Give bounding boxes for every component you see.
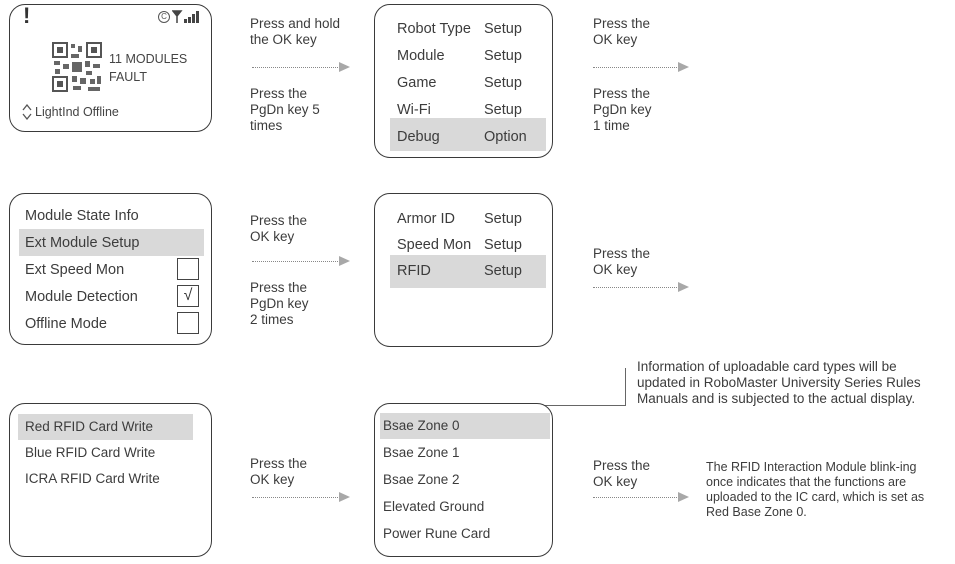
card-types-note: Information of uploadable card types wil…	[637, 359, 921, 406]
instruction-press-ok-4: Press the OK key	[593, 246, 651, 277]
rfid-menu-item: Red RFID Card Write	[25, 419, 154, 434]
debug-menu-highlight	[19, 229, 204, 256]
result-note: The RFID Interaction Module blink-ing on…	[706, 460, 925, 519]
ext-menu-item-name: Armor ID	[397, 211, 455, 227]
instruction-press-ok-5: Press the OK key	[250, 456, 308, 487]
arrow-right	[252, 62, 350, 72]
checkbox-unchecked	[177, 258, 199, 280]
instruction-press-ok-3: Press the OK key	[250, 213, 308, 244]
debug-menu-item: Ext Module Setup	[25, 235, 140, 251]
main-menu-item-value: Setup	[484, 75, 522, 91]
ext-menu-item-name: Speed Mon	[397, 237, 472, 253]
fault-text: FAULT	[109, 70, 147, 84]
zone-menu-item: Bsae Zone 0	[383, 418, 460, 433]
rfid-menu-item: Blue RFID Card Write	[25, 445, 156, 460]
rfid-menu-item: ICRA RFID Card Write	[25, 471, 160, 486]
main-menu-item-name: Module	[397, 48, 445, 64]
arrow-right	[593, 62, 689, 72]
main-menu-item-value: Setup	[484, 102, 522, 118]
lightind-status-text: LightInd Offline	[35, 105, 119, 119]
main-menu-item-name: Robot Type	[397, 21, 471, 37]
debug-menu-item: Module Detection	[25, 289, 138, 305]
checkbox-checked: √	[177, 285, 199, 307]
rfid-menu-highlight	[18, 414, 193, 440]
up-down-chevron-icon	[22, 104, 32, 120]
modules-count-text: 11 MODULES	[109, 52, 188, 66]
ext-menu-item-value: Setup	[484, 237, 522, 253]
main-menu-item-value: Setup	[484, 21, 522, 37]
debug-menu-item: Offline Mode	[25, 316, 107, 332]
instruction-press-ok-2: Press the OK key	[593, 16, 651, 47]
zone-menu-item: Power Rune Card	[383, 526, 491, 541]
status-screen: ! C 11 MODULES FAULT LightInd	[9, 3, 212, 132]
arrow-right	[252, 256, 350, 266]
instruction-pgdn-5: Press the PgDn key 5 times	[250, 86, 320, 133]
ext-menu-item-name: RFID	[397, 263, 431, 279]
ext-menu-item-value: Setup	[484, 211, 522, 227]
checkbox-unchecked	[177, 312, 199, 334]
arrow-right	[252, 492, 350, 502]
zone-menu-highlight	[380, 413, 550, 439]
main-menu-item-value: Option	[484, 129, 527, 145]
qr-code-icon	[52, 42, 102, 92]
main-menu-item-name: Wi-Fi	[397, 102, 431, 118]
debug-menu-item: Ext Speed Mon	[25, 262, 125, 278]
debug-menu-screen	[9, 193, 212, 345]
arrow-right	[593, 282, 689, 292]
main-menu-item-value: Setup	[484, 48, 522, 64]
main-menu-highlight	[390, 118, 546, 151]
arrow-right	[593, 492, 689, 502]
ext-menu-item-value: Setup	[484, 263, 522, 279]
instruction-press-ok-6: Press the OK key	[593, 458, 651, 489]
main-menu-item-name: Game	[397, 75, 437, 91]
debug-menu-item: Module State Info	[25, 208, 139, 224]
copyright-icon: C	[158, 11, 170, 23]
zone-menu-item: Elevated Ground	[383, 499, 485, 514]
main-menu-item-name: Debug	[397, 129, 440, 145]
antenna-signal-icon	[172, 10, 199, 23]
alert-icon: !	[23, 3, 31, 28]
instruction-hold-ok: Press and hold the OK key	[250, 16, 341, 47]
zone-menu-item: Bsae Zone 2	[383, 472, 460, 487]
instruction-pgdn-1: Press the PgDn key 1 time	[593, 86, 652, 133]
leader-line-vertical	[625, 368, 626, 406]
instruction-pgdn-2: Press the PgDn key 2 times	[250, 280, 309, 327]
ext-menu-highlight	[390, 255, 546, 288]
zone-menu-item: Bsae Zone 1	[383, 445, 460, 460]
